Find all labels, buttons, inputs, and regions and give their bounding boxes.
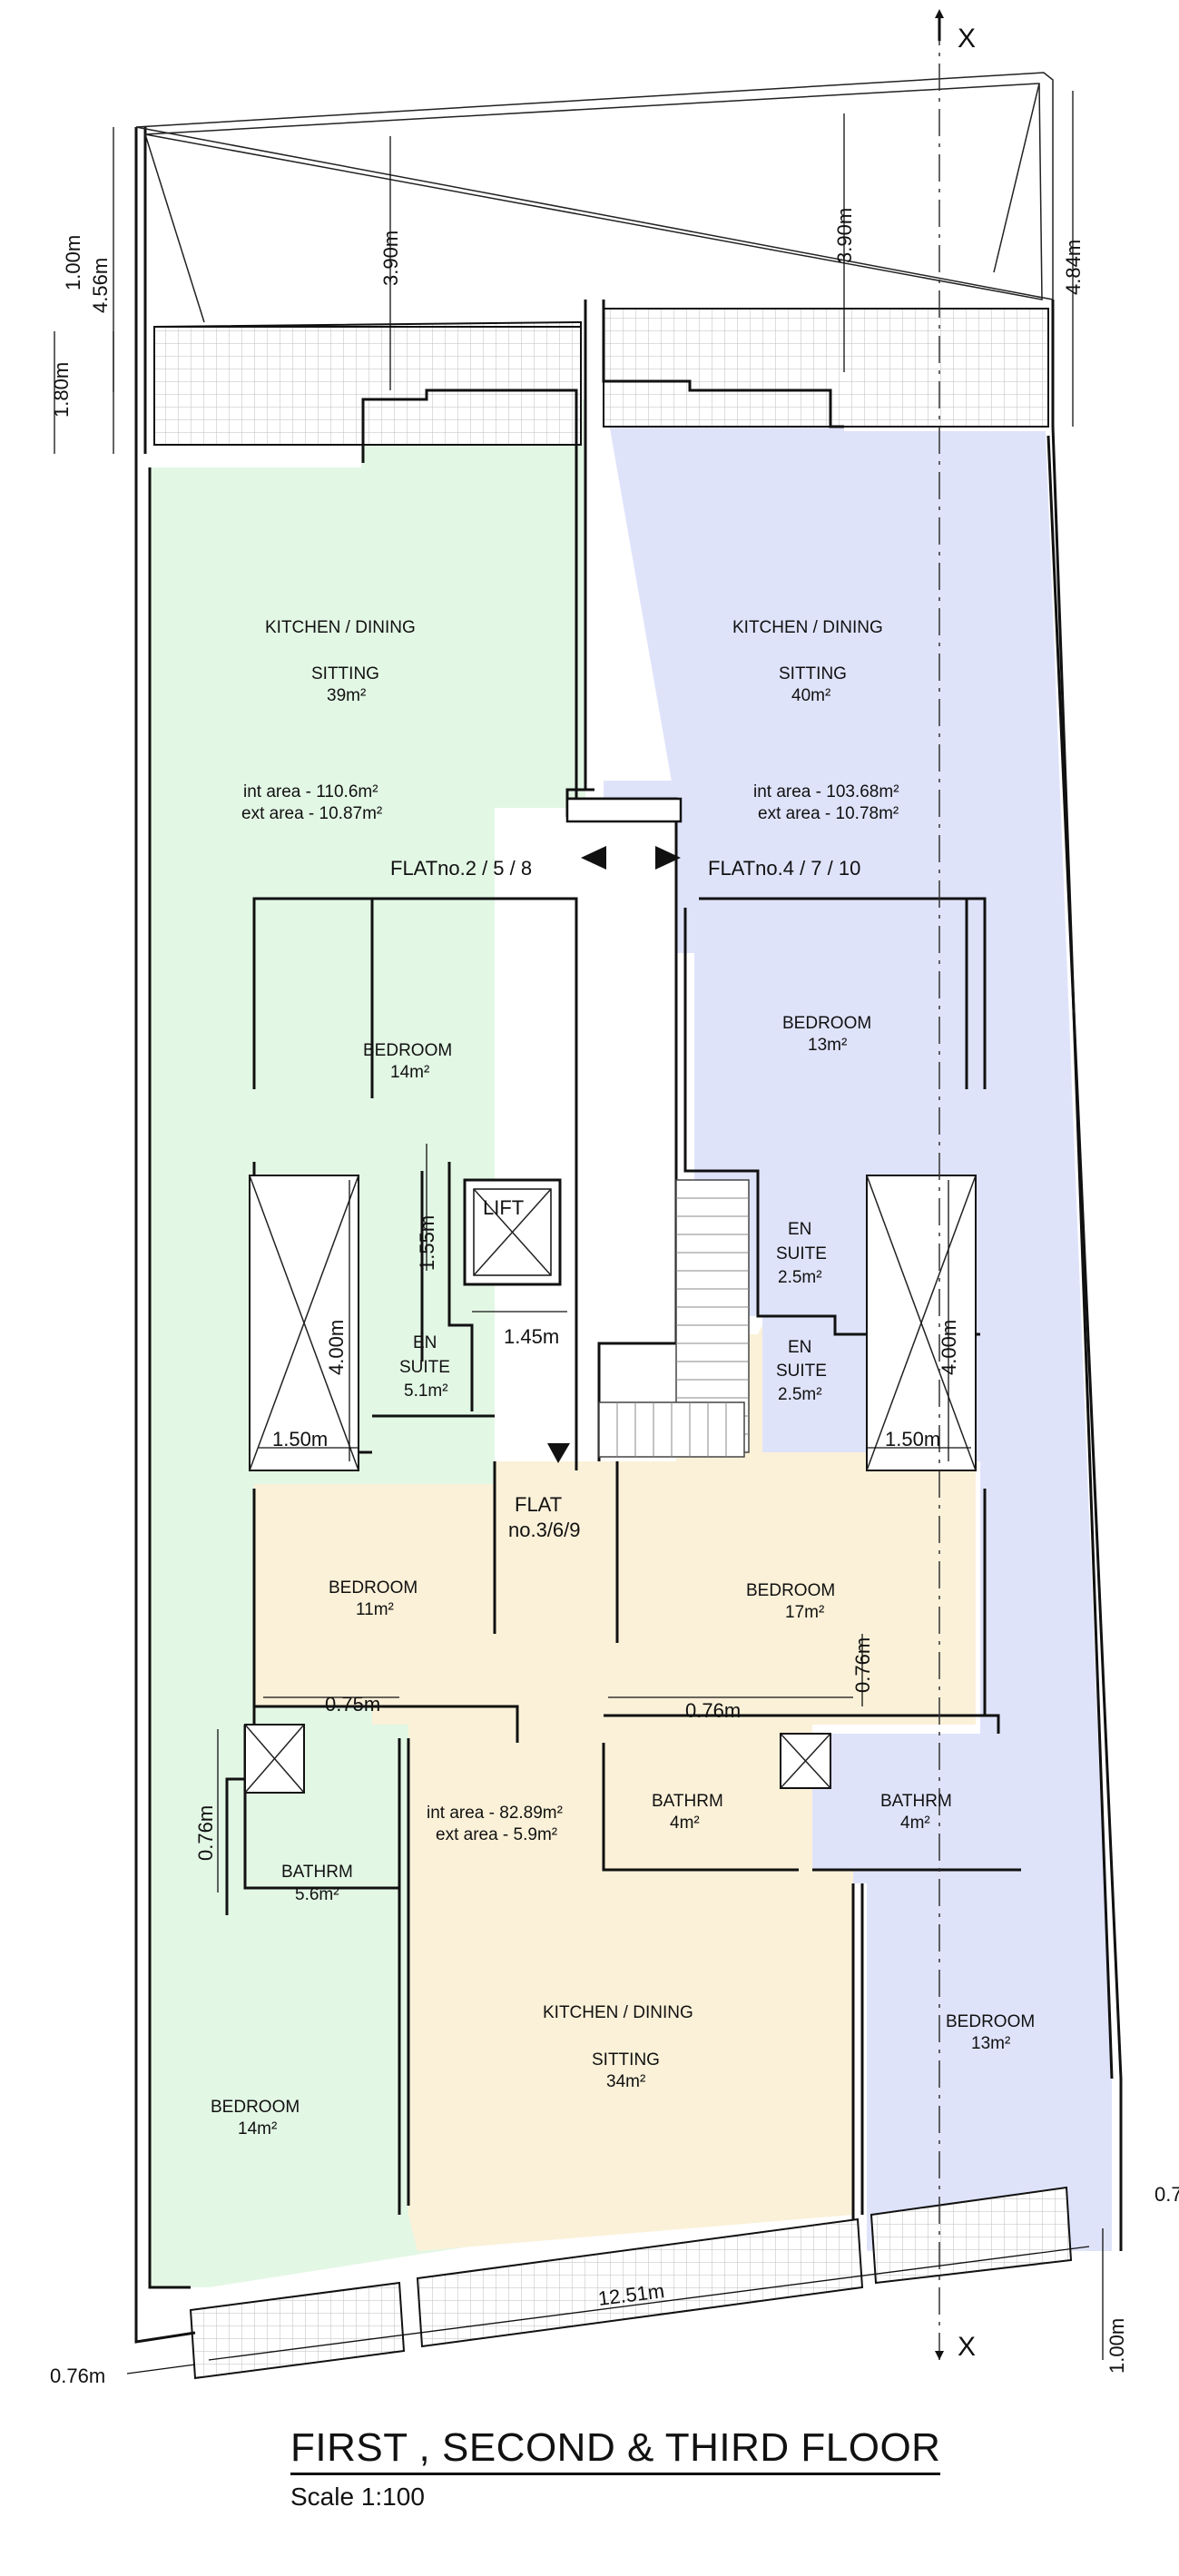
dim-shaft-right-w: 1.50m	[885, 1428, 940, 1450]
flat-c-zone	[245, 1325, 976, 2251]
dim-top-total: 4.56m	[89, 258, 112, 313]
flat-a-bedroom-area: 14m²	[390, 1063, 429, 1082]
flat-a-sitting-area: 39m²	[327, 686, 366, 705]
flat-c-label-2: no.3/6/9	[508, 1519, 581, 1541]
title-block: FIRST , SECOND & THIRD FLOOR Scale 1:100	[290, 2425, 1035, 2512]
dim-bottom-right: 1.00m	[1105, 2318, 1128, 2374]
section-axis	[935, 9, 944, 2360]
shaft-left	[249, 1175, 359, 1471]
dim-top-upper: 1.00m	[62, 235, 84, 290]
axis-marker-bottom: X	[958, 2332, 976, 2362]
flat-b-ext-area: ext area - 10.78m²	[758, 804, 899, 823]
dim-bottom-left: 0.76m	[50, 2365, 105, 2387]
flat-a-bedroom2-area: 14m²	[238, 2119, 277, 2138]
dim-left-076-v: 0.76m	[194, 1805, 217, 1861]
flat-b-bathroom-label: BATHRM	[880, 1792, 952, 1811]
dim-depth-left: 3.90m	[379, 231, 402, 286]
stairs	[598, 1179, 750, 1458]
entry-arrow-down	[547, 1443, 570, 1463]
flat-b-bathroom-area: 4m²	[900, 1814, 930, 1833]
flat-b-bedroom2-label: BEDROOM	[946, 2012, 1035, 2031]
small-shaft-mid	[780, 1733, 831, 1789]
flat-a-bedroom2-label: BEDROOM	[211, 2098, 300, 2117]
dim-bottom-right-edge: 0.7	[1154, 2183, 1179, 2206]
flat-a-ensuite-area: 5.1m²	[404, 1381, 448, 1401]
flat-a-int-area: int area - 110.6m²	[243, 782, 378, 801]
flat-c-int-area: int area - 82.89m²	[427, 1804, 563, 1823]
dim-right-top: 4.84m	[1062, 240, 1085, 295]
flat-b-sitting-label: SITTING	[779, 664, 847, 683]
flat-b-label: FLATno.4 / 7 / 10	[708, 857, 860, 880]
flat-a-sitting-label: SITTING	[311, 664, 379, 683]
dim-lift-width: 1.45m	[504, 1325, 559, 1348]
flat-c-bathroom-area: 4m²	[670, 1814, 700, 1833]
lift-shaft	[463, 1178, 562, 1286]
flat-a-kitchen-label: KITCHEN / DINING	[265, 618, 416, 637]
flat-c-kitchen-label: KITCHEN / DINING	[543, 2003, 693, 2022]
flat-b-int-area: int area - 103.68m²	[753, 782, 899, 801]
entry-arrow-right	[655, 846, 681, 870]
outer-walls	[134, 72, 1123, 2344]
flat-c-label-1: FLAT	[515, 1493, 562, 1516]
flat-a-bathroom-label: BATHRM	[281, 1863, 353, 1882]
flat-c-ensuite-label-2: SUITE	[776, 1362, 827, 1381]
flat-b-ensuite-label-1: EN	[788, 1220, 811, 1239]
flat-c-sitting-label: SITTING	[592, 2050, 660, 2070]
flat-b-bedroom2-area: 13m²	[971, 2034, 1010, 2053]
flat-c-bedroom1-label: BEDROOM	[329, 1578, 418, 1598]
flat-c-bathroom-label: BATHRM	[652, 1792, 723, 1811]
plan-title: FIRST , SECOND & THIRD FLOOR	[290, 2425, 941, 2475]
lift-label: LIFT	[483, 1196, 524, 1219]
entry-arrow-left	[581, 846, 606, 870]
dim-shaft-right-h: 4.00m	[938, 1320, 960, 1375]
floor-plan: X X 4.56m 1.00m 1.80m 3.90m 3.90m 4.84m …	[50, 9, 1179, 2387]
shaft-right	[866, 1175, 977, 1471]
interior-walls	[225, 300, 1021, 2219]
dim-top-lower: 1.80m	[50, 362, 73, 418]
flat-c-ensuite-area: 2.5m²	[778, 1385, 822, 1404]
flat-b-bedroom-label: BEDROOM	[782, 1014, 871, 1033]
dim-left-075: 0.75m	[325, 1693, 380, 1716]
flat-c-sitting-area: 34m²	[606, 2072, 645, 2091]
dim-shaft-left-w: 1.50m	[272, 1428, 328, 1450]
terrace-top	[153, 308, 1049, 447]
flat-c-bedroom1-area: 11m²	[356, 1600, 394, 1619]
flat-c-bedroom2-area: 17m²	[785, 1603, 824, 1622]
dim-depth-right: 3.90m	[833, 208, 856, 263]
flat-c-ext-area: ext area - 5.9m²	[436, 1825, 557, 1844]
flat-a-bedroom-label: BEDROOM	[363, 1041, 452, 1060]
flat-b-ensuite-label-2: SUITE	[776, 1244, 827, 1263]
flat-b-sitting-area: 40m²	[791, 686, 830, 705]
flat-b-bedroom-area: 13m²	[808, 1036, 847, 1055]
flat-a-ext-area: ext area - 10.87m²	[241, 804, 382, 823]
flat-a-ensuite-label-1: EN	[413, 1333, 437, 1352]
flat-a-bathroom-area: 5.6m²	[295, 1885, 339, 1904]
dim-shaft-left-h: 4.00m	[325, 1320, 348, 1375]
flat-a-label: FLATno.2 / 5 / 8	[390, 857, 532, 880]
dim-lift-height: 1.55m	[416, 1215, 438, 1271]
flat-b-kitchen-label: KITCHEN / DINING	[732, 618, 883, 637]
dim-mid-076: 0.76m	[685, 1699, 741, 1722]
flat-a-ensuite-label-2: SUITE	[399, 1358, 450, 1377]
terrace-bottom	[189, 2186, 1073, 2380]
flat-c-bedroom2-label: BEDROOM	[746, 1581, 835, 1600]
dimension-lines	[54, 91, 1104, 2374]
plan-scale: Scale 1:100	[290, 2483, 425, 2511]
flat-b-ensuite-area: 2.5m²	[778, 1268, 822, 1287]
axis-marker-top: X	[958, 24, 976, 54]
flat-b-zone	[604, 392, 1112, 2251]
dim-mid-076-v: 0.76m	[851, 1637, 874, 1693]
flat-c-ensuite-label-1: EN	[788, 1338, 811, 1357]
small-shaft-left	[244, 1724, 305, 1794]
